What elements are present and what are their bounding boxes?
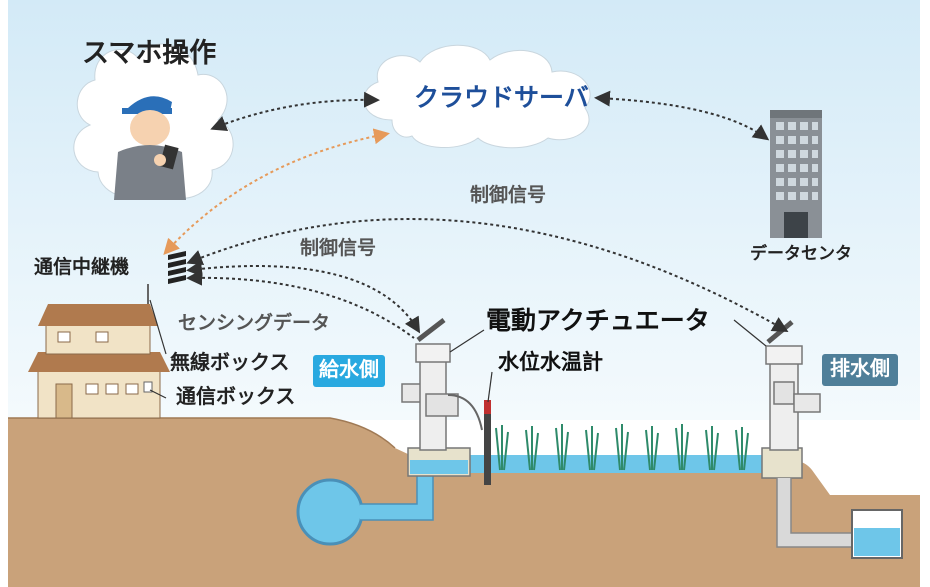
outlet-pipe bbox=[777, 478, 855, 547]
datacenter-building bbox=[770, 110, 822, 238]
arrow-control-signal-outlet bbox=[186, 218, 789, 332]
arrow-cloud-datacenter bbox=[594, 90, 770, 141]
inlet-valve bbox=[401, 343, 459, 451]
sensor-cable bbox=[447, 394, 483, 431]
drain-tank-water bbox=[854, 528, 900, 556]
arrow-sensing-data bbox=[186, 269, 415, 339]
actuator-label: 電動アクチュエータ bbox=[486, 306, 710, 335]
outlet-valve bbox=[765, 345, 821, 451]
ground bbox=[8, 418, 920, 587]
water-level-meter bbox=[484, 400, 491, 485]
leader-lines bbox=[149, 299, 767, 403]
relay-label: 通信中継機 bbox=[34, 256, 130, 278]
house bbox=[28, 304, 170, 419]
outlet-side-badge: 排水側 bbox=[822, 354, 898, 386]
inlet-box-water bbox=[410, 460, 468, 474]
smartphone-operation-label: スマホ操作 bbox=[82, 38, 217, 69]
outlet-pipe-outline bbox=[776, 478, 855, 548]
wireless-box-label: 無線ボックス bbox=[170, 350, 290, 374]
comm-box-label: 通信ボックス bbox=[176, 384, 296, 408]
arrow-control-signal-inlet bbox=[186, 260, 421, 334]
inlet-side-badge: 給水側 bbox=[313, 355, 385, 387]
arrow-phone-cloud bbox=[210, 91, 380, 132]
outlet-box bbox=[761, 447, 803, 479]
water-level-meter-label: 水位水温計 bbox=[498, 350, 603, 374]
water-tank-circle bbox=[296, 478, 364, 546]
control-signal-label-lower: 制御信号 bbox=[300, 237, 377, 259]
inlet-pipe bbox=[360, 462, 433, 520]
cloud-server-shape bbox=[363, 44, 591, 149]
cloud-server-label: クラウドサーバ bbox=[414, 83, 589, 112]
control-signal-label-upper: 制御信号 bbox=[470, 184, 547, 206]
ground-top-edge bbox=[8, 417, 396, 449]
sensing-data-label: センシングデータ bbox=[178, 312, 331, 334]
datacenter-label: データセンタ bbox=[750, 244, 852, 264]
water-level-meter-top bbox=[484, 400, 491, 414]
arrow-relay-cloud-orange bbox=[163, 128, 390, 255]
rice-plants bbox=[495, 424, 749, 471]
